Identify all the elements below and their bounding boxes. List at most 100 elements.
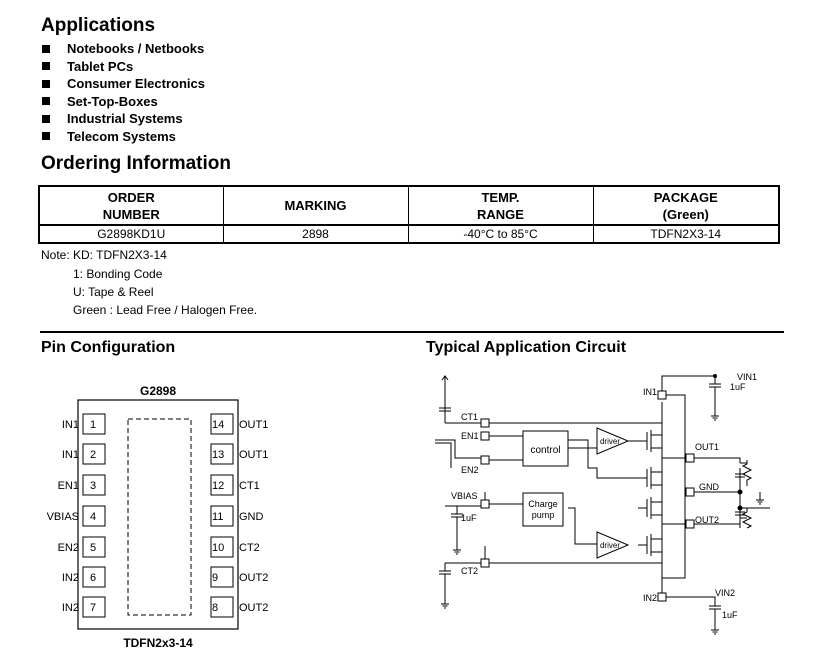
- pin-name: CT1: [239, 480, 260, 492]
- table-row: G2898KD1U 2898 -40°C to 85°C TDFN2X3-14: [38, 224, 780, 244]
- pin-configuration-diagram: G2898 TDFN2x3-14 1IN12IN13EN14VBIAS5EN26…: [47, 384, 269, 650]
- vin1-label: VIN1: [737, 372, 757, 382]
- cap2-label: 1uF: [722, 610, 738, 620]
- pin-name: GND: [239, 511, 264, 523]
- gnd-label: GND: [699, 482, 720, 492]
- pin-name: IN1: [62, 419, 79, 431]
- pin-config-title: Pin Configuration: [41, 339, 176, 356]
- pin-pad: [210, 566, 234, 588]
- pin-name: OUT1: [239, 419, 268, 431]
- package-cell: TDFN2X3-14: [592, 224, 780, 244]
- pin-square: [480, 499, 490, 509]
- pin-square: [685, 487, 695, 497]
- pin-number: 7: [90, 602, 96, 614]
- pin-pad: [210, 413, 234, 435]
- column-header: TEMP.RANGE: [407, 185, 594, 226]
- bullet-icon: [42, 79, 50, 88]
- column-header-text: ORDER: [107, 189, 155, 205]
- temp-range-cell: -40°C to 85°C: [407, 224, 594, 244]
- pin-number: 12: [212, 480, 224, 492]
- pin-pad: [82, 536, 106, 558]
- list-item-label: Set-Top-Boxes: [67, 93, 158, 109]
- in1-label: IN1: [643, 387, 657, 397]
- chip-name: G2898: [140, 384, 176, 398]
- list-item: Set-Top-Boxes: [42, 93, 205, 111]
- cap1-label: 1uF: [730, 382, 746, 392]
- bullet-icon: [42, 114, 50, 123]
- list-item: Notebooks / Netbooks: [42, 40, 205, 58]
- app-circuit-title: Typical Application Circuit: [426, 339, 627, 356]
- pin-name: IN1: [62, 449, 79, 461]
- bullet-icon: [42, 62, 50, 71]
- note-line: 1: Bonding Code: [73, 267, 163, 281]
- pin-pad: [210, 443, 234, 465]
- pin-square: [480, 558, 490, 568]
- bullet-icon: [42, 97, 50, 106]
- pin-square: [657, 592, 667, 602]
- charge-label: Charge: [528, 499, 558, 509]
- control-block: [522, 430, 569, 467]
- pin-square: [480, 431, 490, 441]
- pin-number: 8: [212, 602, 218, 614]
- list-item-label: Consumer Electronics: [67, 76, 205, 92]
- column-header: MARKING: [222, 185, 409, 226]
- vin2-label: VIN2: [715, 588, 735, 598]
- en2-label: EN2: [461, 465, 479, 475]
- list-item-label: Industrial Systems: [67, 111, 183, 127]
- cap-vbias-label: 1uF: [461, 513, 477, 523]
- list-item-label: Telecom Systems: [67, 128, 176, 144]
- application-circuit-diagram: control Charge pump driver driver VIN1 1…: [435, 372, 770, 635]
- pin-name: OUT2: [239, 572, 268, 584]
- section-divider: [40, 331, 784, 333]
- note-line: Note: KD: TDFN2X3-14: [41, 248, 167, 262]
- package-label: TDFN2x3-14: [123, 636, 193, 650]
- marking-cell: 2898: [222, 224, 409, 244]
- list-item: Tablet PCs: [42, 58, 205, 76]
- ct1-label: CT1: [461, 412, 478, 422]
- pin-number: 5: [90, 542, 96, 554]
- pin-name: VBIAS: [47, 511, 79, 523]
- control-label: control: [530, 445, 560, 456]
- driver-label: driver: [600, 437, 620, 446]
- chip-body: [77, 399, 239, 630]
- bullet-icon: [42, 132, 50, 141]
- list-item: Consumer Electronics: [42, 75, 205, 93]
- pin-pad: [210, 536, 234, 558]
- driver-triangle: [596, 427, 630, 455]
- column-header-text: MARKING: [284, 198, 347, 213]
- pin-pad: [82, 474, 106, 496]
- pin-number: 6: [90, 572, 96, 584]
- ct2-label: CT2: [461, 566, 478, 576]
- pin-number: 10: [212, 542, 224, 554]
- pin-number: 4: [90, 511, 96, 523]
- pin-number: 13: [212, 449, 224, 461]
- vbias-label: VBIAS: [451, 491, 478, 501]
- column-header: PACKAGE(Green): [592, 185, 780, 226]
- pin-number: 9: [212, 572, 218, 584]
- exposed-pad: [127, 418, 192, 616]
- column-header-text: (Green): [662, 206, 709, 222]
- en1-label: EN1: [461, 431, 479, 441]
- list-item-label: Notebooks / Netbooks: [67, 41, 205, 57]
- pump-label: pump: [532, 510, 555, 520]
- pin-pad: [82, 413, 106, 435]
- pin-square: [657, 390, 667, 400]
- applications-title: Applications: [41, 15, 156, 36]
- order-number-cell: G2898KD1U: [38, 224, 224, 244]
- charge-pump-block: [522, 492, 564, 527]
- pin-pad: [210, 474, 234, 496]
- pin-square: [480, 455, 490, 465]
- pin-name: EN1: [58, 480, 79, 492]
- pin-pad: [82, 505, 106, 527]
- pin-number: 2: [90, 449, 96, 461]
- driver-label: driver: [600, 541, 620, 550]
- column-header-text: TEMP.: [481, 189, 520, 205]
- column-header-text: PACKAGE: [653, 189, 718, 205]
- pin-number: 1: [90, 419, 96, 431]
- pin-pad: [210, 505, 234, 527]
- ordering-title: Ordering Information: [41, 153, 231, 174]
